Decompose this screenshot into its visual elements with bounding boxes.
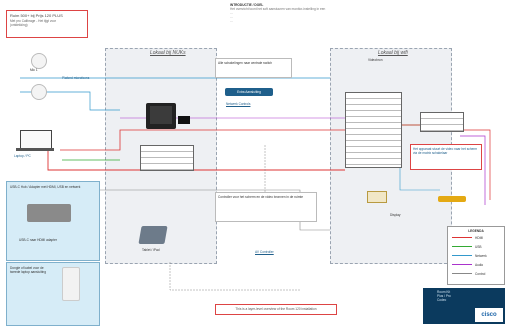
cisco-line-3: Codec — [437, 298, 447, 302]
title-line-3: (ontdekking) — [10, 23, 28, 27]
legend-item: Netwerk — [448, 251, 504, 260]
cisco-box: Room Kit Plus / Pro Codec cisco — [423, 288, 505, 324]
footer-text: This is a layer-level overview of the Ro… — [235, 307, 317, 311]
small-device — [178, 116, 190, 124]
bottom-center-text: Controller voor het scherm en de video b… — [218, 195, 304, 199]
legend-item: Control — [448, 269, 504, 278]
legend-label: Control — [475, 271, 486, 276]
legend-label: HDMI — [475, 235, 484, 240]
intro-note: INTRODUCTIE / DOEL Het overzicht toont h… — [230, 3, 350, 37]
legend-swatch — [452, 245, 472, 248]
cisco-line-1: Room Kit — [437, 290, 451, 294]
center-badge: Extra Aansluiting — [225, 88, 273, 96]
left-table — [140, 145, 194, 171]
intro-line-4: ... — [230, 19, 233, 23]
left-blue-bottom: Dongle of kabel voor de tweede laptop aa… — [6, 262, 100, 326]
tablet-label: Tablet / iPad — [142, 248, 160, 252]
legend-swatch — [452, 263, 472, 266]
legend-swatch — [452, 236, 472, 239]
cisco-logo: cisco — [475, 308, 503, 322]
legend-title: LEGENDA — [468, 229, 484, 233]
tablet — [138, 226, 168, 244]
usb-hub-icon — [27, 204, 71, 222]
title-line-1: Ruim 500+ bij Prijs 120 PLUS — [10, 13, 63, 18]
bottom-center-footer: AV Controller — [255, 250, 274, 254]
right-note-text: Het apparaat stuurt de video naar het sc… — [413, 147, 478, 155]
left-blue-bottom-text: Dongle of kabel voor de tweede laptop aa… — [10, 266, 46, 274]
bottom-center-note: Controller voor het scherm en de video b… — [215, 192, 317, 222]
ceiling-mic-1 — [31, 53, 47, 69]
legend-swatch — [452, 254, 472, 257]
right-note: Het apparaat stuurt de video naar het sc… — [410, 144, 482, 170]
legend-item: USB — [448, 242, 504, 251]
title-box: Ruim 500+ bij Prijs 120 PLUS Met pro Cal… — [6, 10, 88, 38]
footer-box: This is a layer-level overview of the Ro… — [215, 304, 337, 315]
legend-item: HDMI — [448, 233, 504, 242]
adapter-label: USB-C naar HDMI adapter — [19, 238, 57, 242]
legend-item: Audio — [448, 260, 504, 269]
intro-line-3: ... — [230, 15, 233, 19]
display-label: Display — [390, 213, 401, 217]
cisco-line-2: Plus / Pro — [437, 294, 451, 298]
left-blue-top-text: USB-C Hub / Adapter met HDMI, USB en net… — [10, 185, 81, 189]
laptop — [20, 130, 52, 150]
right-source-label: Videobron — [368, 58, 383, 62]
switch-box — [367, 191, 387, 203]
intro-line-2: ... — [230, 11, 233, 15]
center-note-text: Alle schakelingen naar centrale switch — [218, 61, 273, 65]
mic-device-label: Mic 1 — [30, 68, 38, 72]
badge-label: Extra Aansluiting — [237, 90, 261, 94]
display-bar — [438, 196, 466, 202]
center-note: Alle schakelingen naar centrale switch — [215, 58, 292, 78]
zone-right-title: Lokaal bij wifi — [378, 50, 408, 56]
legend-swatch — [452, 272, 472, 275]
laptop-label: Laptop / PC — [14, 154, 31, 158]
legend-label: Audio — [475, 262, 484, 267]
monitor-screen — [150, 106, 172, 124]
right-table-main — [345, 92, 402, 168]
zone-left-title: Lokaal bij NUKs — [150, 50, 186, 56]
right-table-small — [420, 112, 464, 132]
small-panel-label: Netwerk Controls — [226, 102, 251, 106]
intro-line-1: Het overzicht toont het soft aanstuuren … — [230, 7, 326, 11]
laptop-base — [16, 148, 54, 151]
cisco-wordmark: cisco — [481, 312, 497, 318]
dongle-icon — [62, 267, 80, 301]
left-blue-top: USB-C Hub / Adapter met HDMI, USB en net… — [6, 181, 100, 261]
ceiling-mics-label: Plafond microfoons — [62, 76, 90, 80]
ceiling-mic-2 — [31, 84, 47, 100]
legend-label: Netwerk — [475, 253, 487, 258]
title-line-2: Met pro Calibrage - Het tijgt voor — [10, 19, 57, 23]
intro-heading: INTRODUCTIE / DOEL — [230, 3, 264, 7]
legend-label: USB — [475, 244, 482, 249]
